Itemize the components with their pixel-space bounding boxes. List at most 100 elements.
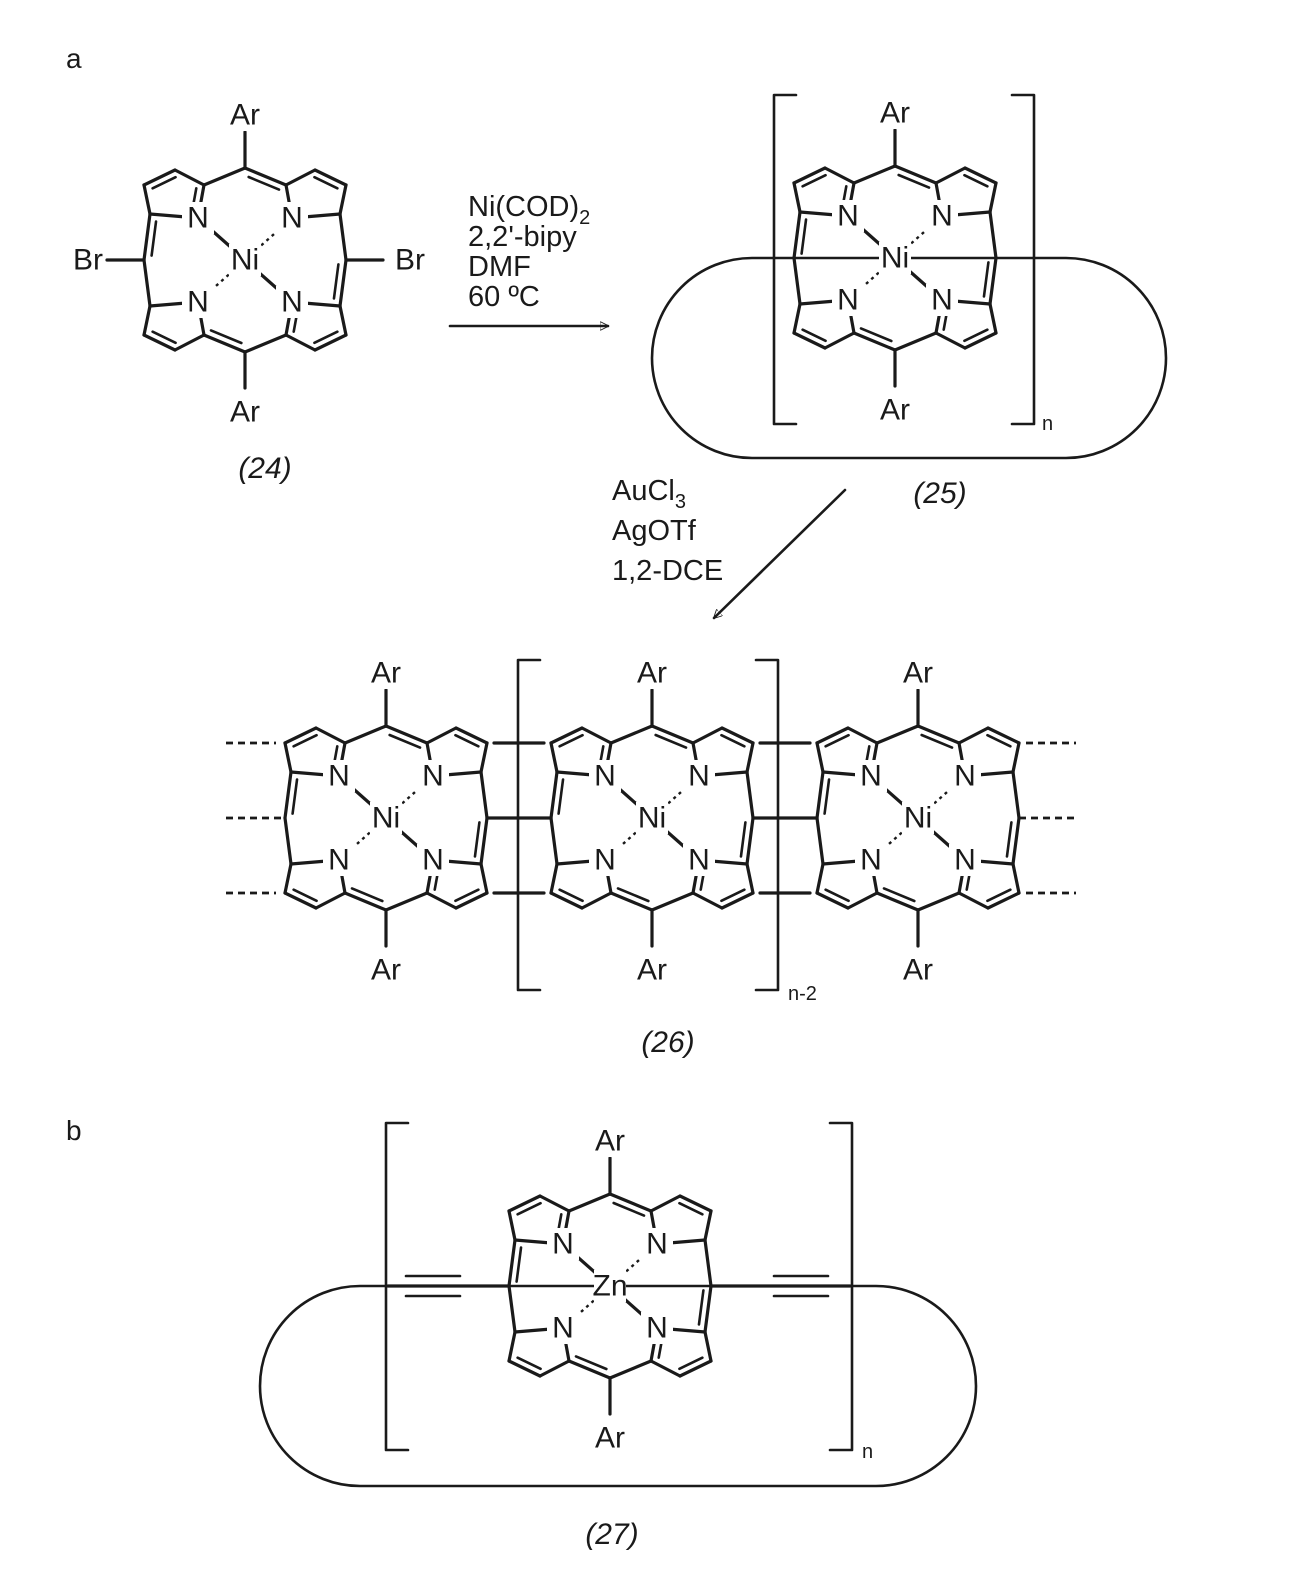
nitrogen-atom: N (328, 760, 350, 793)
pyrrole-bond (963, 331, 998, 350)
meso-bond (549, 770, 559, 820)
label-mask (547, 1228, 579, 1260)
meso-bond (549, 816, 559, 866)
nitrogen-atom: N (422, 844, 444, 877)
meso-double-bond (557, 778, 565, 815)
cyclic-loop-27 (258, 1284, 978, 1488)
pyrrole-double-bond (292, 733, 318, 748)
pyrrole-bond (815, 741, 825, 774)
pyrrole-bond (507, 1330, 517, 1363)
nitrogen-atom: N (860, 760, 882, 793)
meso-double-bond (697, 1289, 705, 1326)
pyrrole-bond (720, 891, 755, 910)
label-mask (832, 284, 864, 316)
pyrrole-bond (454, 726, 489, 745)
repeat-bracket-left-27 (384, 1121, 410, 1452)
meso-double-bond (291, 778, 299, 815)
pyrrole-bond (703, 1209, 713, 1242)
meso-bond (703, 1238, 713, 1288)
label-mask (641, 1312, 673, 1344)
meso-double-bond (515, 1246, 523, 1283)
pyrrole-bond (538, 1194, 571, 1213)
pyrrole-bond (314, 891, 347, 910)
meso-double-bond (859, 327, 893, 343)
panel-label-a: a (66, 43, 82, 74)
meso-bond (338, 258, 348, 308)
label-mask (879, 97, 911, 129)
pyrrole-bond (823, 166, 856, 185)
repeat-bracket-left-26 (516, 658, 542, 992)
pyrrole-double-bond (558, 733, 584, 748)
meso-double-bond (574, 1355, 608, 1371)
pyrrole-double-bond (720, 733, 746, 748)
label-mask (855, 760, 887, 792)
label-mask (594, 1422, 626, 1454)
pyrrole-bond (507, 1209, 517, 1242)
meso-bond (142, 258, 152, 308)
nitrogen-atom: N (688, 760, 710, 793)
aryl-group-top: Ar (595, 1125, 625, 1158)
label-mask (902, 802, 934, 834)
nickel-atom: Ni (372, 802, 400, 835)
pyrrole-bond (957, 891, 990, 910)
pyrrole-bond (792, 181, 802, 214)
label-mask (589, 760, 621, 792)
aryl-group-bottom: Ar (371, 954, 401, 987)
label-mask (276, 286, 308, 318)
label-mask (879, 242, 911, 274)
aryl-group-top: Ar (637, 657, 667, 690)
pyrrole-bond (283, 862, 293, 895)
label-mask (641, 1228, 673, 1260)
label-mask (902, 657, 934, 689)
repeat-bracket-left-25 (772, 93, 798, 426)
pyrrole-bond (283, 726, 318, 745)
meso-double-bond (823, 778, 831, 815)
pyrrole-bond (846, 891, 879, 910)
pyrrole-bond (507, 1359, 542, 1378)
pyrrole-bond (173, 333, 206, 352)
pyrrole-double-bond (824, 733, 850, 748)
bromine-atom-right: Br (395, 244, 425, 277)
meso-double-bond (332, 263, 340, 300)
pyrrole-bond (957, 726, 990, 745)
meso-bond (243, 333, 288, 354)
pyrrole-bond (313, 333, 348, 352)
label-mask (683, 760, 715, 792)
pyrrole-bond (284, 168, 317, 187)
label-mask (229, 396, 261, 428)
pyrrole-bond (815, 726, 850, 745)
meso-bond (343, 891, 388, 912)
meso-bond (875, 891, 920, 912)
label-mask (182, 202, 214, 234)
compound-24-label: (24) (238, 452, 291, 485)
pyrrole-bond (338, 183, 348, 216)
pyrrole-bond (792, 166, 827, 185)
pyrrole-double-bond (963, 328, 989, 343)
pyrrole-bond (934, 166, 967, 185)
aryl-group-bottom: Ar (637, 954, 667, 987)
pyrrole-bond (338, 304, 348, 337)
label-mask (229, 244, 261, 276)
meso-bond (650, 724, 695, 745)
aryl-group-top: Ar (371, 657, 401, 690)
aryl-group-bottom: Ar (880, 394, 910, 427)
pyrrole-bond (823, 331, 856, 350)
pyrrole-bond (745, 862, 755, 895)
pyrrole-bond (425, 726, 458, 745)
aryl-group-bottom: Ar (230, 396, 260, 429)
pyrrole-bond (815, 862, 825, 895)
meso-double-bond (897, 173, 931, 189)
meso-bond (567, 1192, 612, 1213)
pyrrole-bond (792, 331, 827, 350)
pyrrole-bond (283, 891, 318, 910)
pyrrole-double-bond (516, 1356, 542, 1371)
label-mask (547, 1312, 579, 1344)
repeat-bracket-right-26 (754, 658, 780, 992)
meso-bond (852, 331, 897, 352)
pyrrole-bond (703, 1330, 713, 1363)
pyrrole-bond (649, 1194, 682, 1213)
label-mask (417, 844, 449, 876)
label-mask (902, 954, 934, 986)
meso-double-bond (209, 329, 243, 345)
